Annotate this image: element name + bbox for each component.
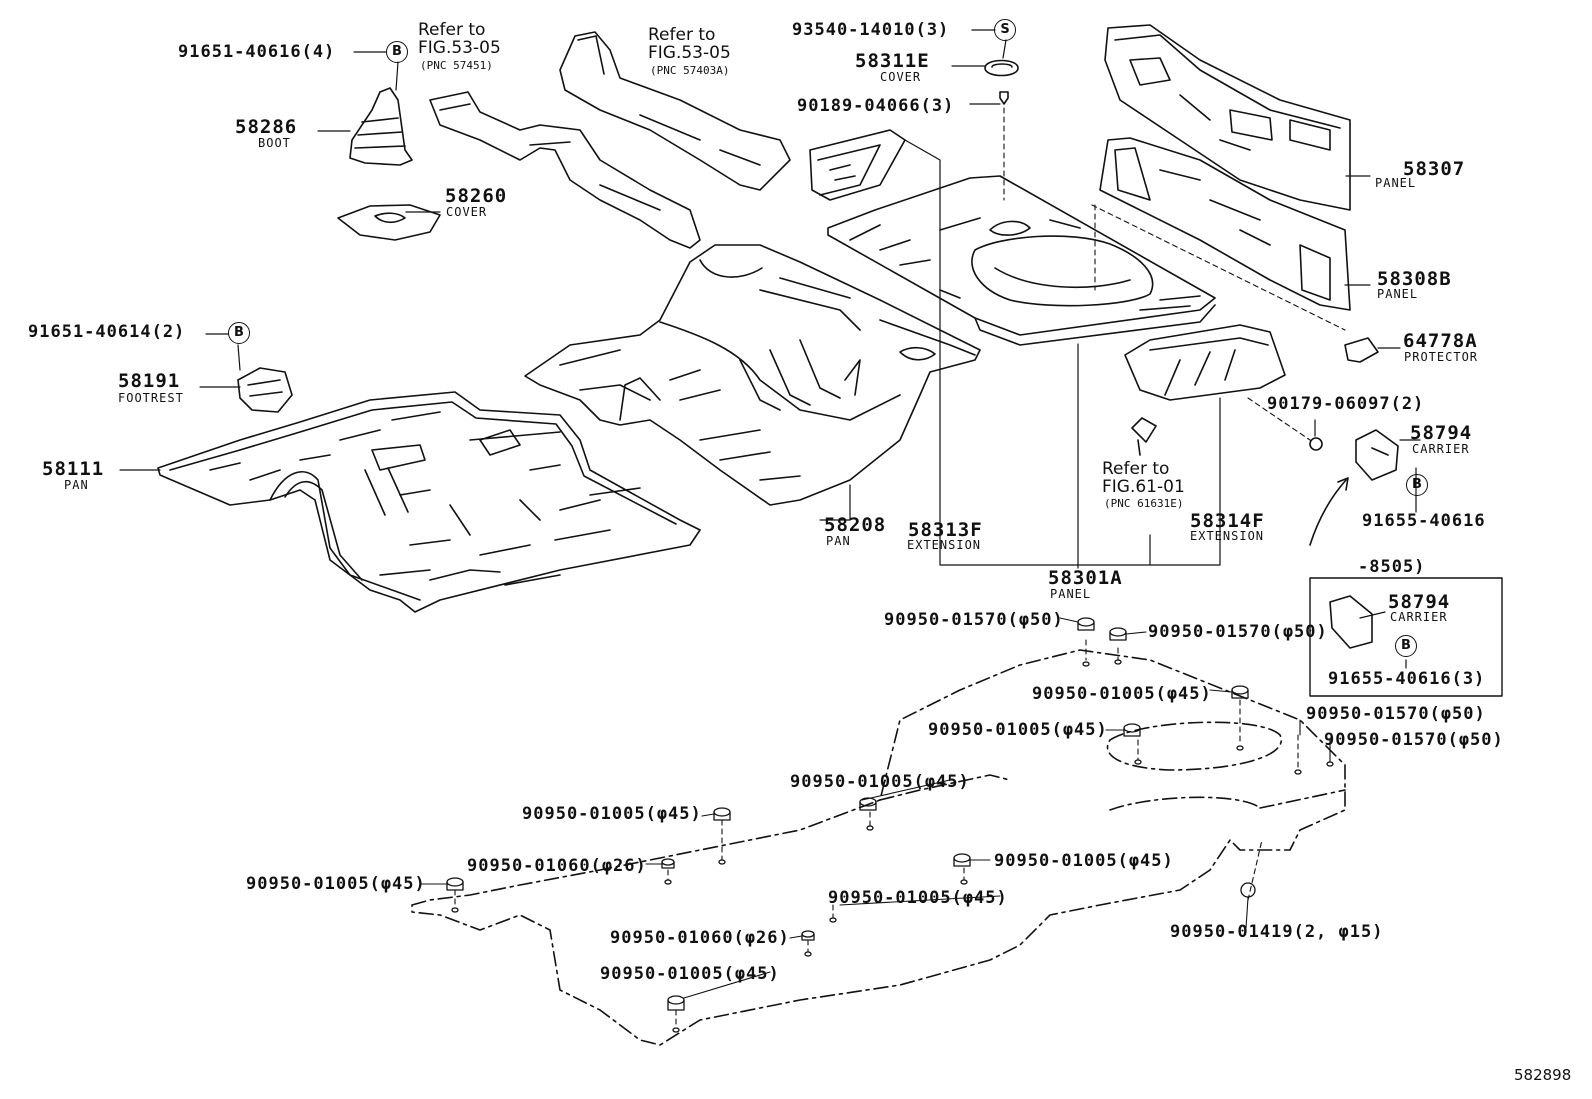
- rear-panel-58308b-drawing: [1099, 137, 1351, 311]
- fastener-90179-06097-label: 90179-06097(2): [1267, 394, 1425, 414]
- pnc-57403a-label: (PNC 57403A): [650, 64, 730, 77]
- fastener-91655-40616-label: 91655-40616: [1362, 511, 1486, 531]
- protector-64778a-drawing: [1344, 337, 1379, 363]
- carrier-58794-inset-drawing: [1329, 595, 1373, 649]
- rear-floor-panel-58301a-drawing: [827, 175, 1216, 346]
- part-58794-name: CARRIER: [1412, 442, 1470, 456]
- b-marker: B: [386, 41, 408, 63]
- grommet-label: 90950-01005(φ45): [246, 874, 426, 894]
- part-58301a-name: PANEL: [1050, 587, 1092, 601]
- boot-58286-drawing: [349, 87, 413, 166]
- grommet-label: 90950-01005(φ45): [828, 888, 1008, 908]
- part-58208-name: PAN: [826, 534, 851, 548]
- part-58260-number: 58260: [445, 185, 508, 207]
- part-58307-number: 58307: [1403, 158, 1466, 180]
- part-64778a-name: PROTECTOR: [1404, 350, 1479, 364]
- part-58311e-name: COVER: [880, 70, 922, 84]
- part-64778a-number: 64778A: [1403, 330, 1478, 352]
- part-58307-name: PANEL: [1375, 176, 1417, 190]
- grommets: [446, 617, 1334, 1033]
- rear-panel-58307-drawing: [1104, 24, 1351, 211]
- rear-floor-pan-58208-drawing: [524, 244, 981, 506]
- fastener-91655-40616-inset-label: 91655-40616(3): [1328, 669, 1486, 689]
- part-58314f-number: 58314F: [1190, 510, 1265, 532]
- grommet-label: 90950-01060(φ26): [610, 928, 790, 948]
- reinforcement-57451-drawing: [429, 91, 701, 249]
- pnc-61631e-label: (PNC 61631E): [1104, 497, 1184, 510]
- fig-61-01-label: FIG.61-01: [1102, 477, 1185, 497]
- carrier-58794-drawing: [1355, 429, 1399, 481]
- fastener-90189-04066-label: 90189-04066(3): [797, 96, 955, 116]
- fastener-91651-40614-label: 91651-40614(2): [28, 322, 186, 342]
- grommet-label: 90950-01005(φ45): [928, 720, 1108, 740]
- grommet-label: 90950-01005(φ45): [1032, 684, 1212, 704]
- footrest-58191-drawing: [237, 367, 293, 413]
- reinforcement-57403a-drawing: [559, 31, 791, 191]
- arrow-drawing: [1309, 477, 1349, 546]
- refer-to-label: Refer to: [1102, 459, 1170, 479]
- part-58311e-number: 58311E: [855, 50, 930, 72]
- grommet-label: 90950-01005(φ45): [522, 804, 702, 824]
- grommet-label: 90950-01005(φ45): [994, 851, 1174, 871]
- b-marker: B: [1395, 635, 1417, 657]
- bolt-90189-drawing: [999, 91, 1009, 105]
- grommet-label: 90950-01570(φ50): [1148, 622, 1328, 642]
- grommet-label: 90950-01060(φ26): [467, 856, 647, 876]
- grommet-label: 90950-01570(φ50): [1324, 730, 1504, 750]
- part-58208-number: 58208: [824, 514, 887, 536]
- fastener-93540-14010-label: 93540-14010(3): [792, 20, 950, 40]
- b-marker: B: [228, 322, 250, 344]
- fastener-91651-40616-label: 91651-40616(4): [178, 42, 336, 62]
- fig-53-05-label: FIG.53-05: [418, 38, 501, 58]
- part-58794-inset-number: 58794: [1388, 591, 1451, 613]
- part-58313f-number: 58313F: [908, 519, 983, 541]
- b-marker: B: [1406, 474, 1428, 496]
- front-floor-pan-58111-drawing: [157, 391, 701, 613]
- part-58301a-number: 58301A: [1048, 567, 1123, 589]
- part-58794-number: 58794: [1410, 422, 1473, 444]
- part-58260-name: COVER: [446, 205, 488, 219]
- inset-serial-label: -8505): [1358, 557, 1426, 577]
- refer-to-label: Refer to: [418, 20, 486, 40]
- grommet-label: 90950-01005(φ45): [790, 772, 970, 792]
- leader-lines: [119, 29, 1421, 669]
- part-58286-number: 58286: [235, 116, 298, 138]
- extension-58313f-drawing: [809, 129, 906, 201]
- grommet-label: 90950-01570(φ50): [1306, 704, 1486, 724]
- fig-53-05-label: FIG.53-05: [648, 43, 731, 63]
- part-58794-inset-name: CARRIER: [1390, 610, 1448, 624]
- part-58191-name: FOOTREST: [118, 391, 184, 405]
- part-58314f-name: EXTENSION: [1190, 529, 1265, 543]
- extension-58314f-drawing: [1124, 324, 1286, 401]
- drawing-id: 582898: [1514, 1066, 1572, 1084]
- part-58191-number: 58191: [118, 370, 181, 392]
- grommet-label: 90950-01570(φ50): [884, 610, 1064, 630]
- refer-to-label: Refer to: [648, 25, 716, 45]
- grommet-leaders: [419, 617, 1331, 999]
- s-marker: S: [994, 19, 1016, 41]
- part-58111-number: 58111: [42, 458, 105, 480]
- part-58308b-name: PANEL: [1377, 287, 1419, 301]
- pnc-57451-label: (PNC 57451): [420, 59, 493, 72]
- dashed-guides: [454, 107, 1346, 1029]
- underbody-seal-drawing: [411, 649, 1346, 1046]
- inset-frame: [1309, 577, 1503, 697]
- cover-58260-drawing: [337, 204, 441, 241]
- cover-58311e-drawing: [984, 59, 1019, 77]
- part-58286-name: BOOT: [258, 136, 291, 150]
- grommet-label: 90950-01005(φ45): [600, 964, 780, 984]
- grommet-label: 90950-01419(2, φ15): [1170, 922, 1384, 942]
- part-58308b-number: 58308B: [1377, 268, 1452, 290]
- part-58313f-name: EXTENSION: [907, 538, 982, 552]
- clip-61631e-drawing: [1131, 417, 1157, 456]
- nut-90179-drawing: [1309, 437, 1323, 451]
- part-58111-name: PAN: [64, 478, 89, 492]
